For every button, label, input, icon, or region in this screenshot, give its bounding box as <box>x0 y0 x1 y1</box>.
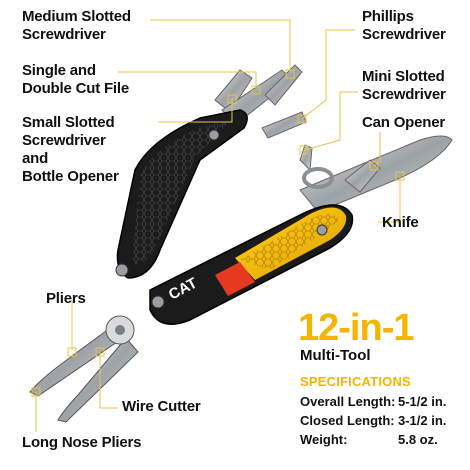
knife-blade <box>299 135 453 213</box>
specs-heading: SPECIFICATIONS <box>300 374 411 389</box>
black-handle <box>115 109 248 279</box>
leader-lines <box>31 19 405 432</box>
label-knife: Knife <box>382 214 419 231</box>
can-opener-tool <box>344 159 381 193</box>
label-long-nose-pliers: Long Nose Pliers <box>22 434 142 451</box>
spec-key: Weight: <box>300 432 348 447</box>
spec-value: 5-1/2 in. <box>398 394 447 409</box>
spec-value: 3-1/2 in. <box>398 413 447 428</box>
spec-key: Overall Length: <box>300 394 396 409</box>
spec-key: Closed Length: <box>300 413 395 428</box>
product-subtitle: Multi-Tool <box>300 347 371 364</box>
spec-value: 5.8 oz. <box>398 432 438 447</box>
spec-row-overall-length: Overall Length:5-1/2 in. <box>300 394 446 409</box>
label-pliers: Pliers <box>46 290 86 307</box>
spec-row-weight: Weight: 5.8 oz. <box>300 432 438 447</box>
medium-slotted-tool <box>264 64 303 106</box>
spec-row-closed-length: Closed Length:3-1/2 in. <box>300 413 446 428</box>
product-title: 12-in-1 <box>298 307 414 349</box>
lanyard-ring <box>302 167 334 189</box>
label-can-opener: Can Opener <box>362 114 446 131</box>
pliers-jaws <box>29 315 139 423</box>
yellow-handle <box>149 204 354 325</box>
label-wire-cutter: Wire Cutter <box>122 398 201 415</box>
phillips-tool <box>261 111 307 139</box>
